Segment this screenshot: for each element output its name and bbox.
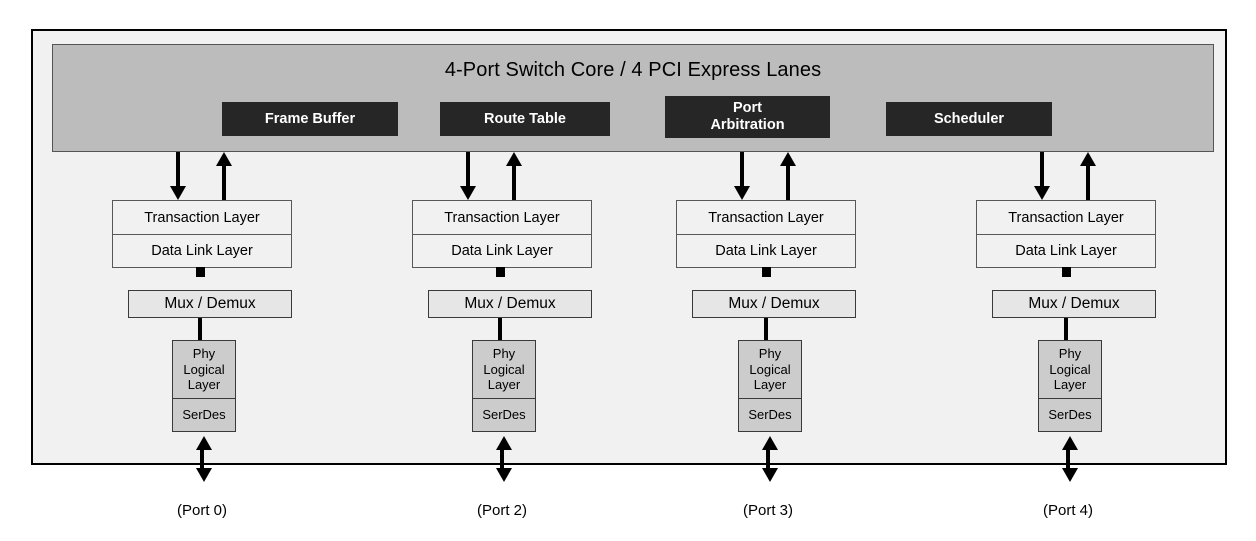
downlink-arrowhead-port-4: [1034, 186, 1050, 200]
mux-to-phy-connector-port-2: [498, 318, 502, 340]
external-link-arrowhead-down-port-4: [1062, 468, 1078, 482]
external-link-arrowhead-down-port-3: [762, 468, 778, 482]
external-link-arrowhead-up-port-0: [196, 436, 212, 450]
layer-group-port-2: Transaction Layer Data Link Layer: [412, 200, 592, 268]
downlink-line-port-2: [466, 152, 470, 188]
data-link-layer-port-4[interactable]: Data Link Layer: [977, 234, 1155, 267]
serdes-port-2[interactable]: SerDes: [473, 398, 535, 431]
external-link-arrowhead-up-port-4: [1062, 436, 1078, 450]
layer-to-mux-connector-port-4: [1062, 267, 1071, 277]
phy-line-2: Logical: [749, 361, 791, 377]
data-link-layer-port-3[interactable]: Data Link Layer: [677, 234, 855, 267]
external-link-line-port-0: [200, 448, 204, 470]
uplink-line-port-3: [786, 166, 790, 202]
external-link-line-port-2: [500, 448, 504, 470]
phy-line-3: Layer: [487, 377, 521, 393]
phy-line-3: Layer: [753, 377, 787, 393]
port-caption-4: (Port 4): [1042, 502, 1093, 519]
downlink-arrowhead-port-0: [170, 186, 186, 200]
phy-line-2: Logical: [483, 361, 525, 377]
phy-line-3: Layer: [1053, 377, 1087, 393]
frame-buffer-block[interactable]: Frame Buffer: [222, 102, 398, 136]
downlink-line-port-3: [740, 152, 744, 188]
phy-line-2: Logical: [183, 361, 225, 377]
phy-logical-layer-port-4[interactable]: Phy Logical Layer: [1039, 341, 1101, 398]
uplink-arrowhead-port-3: [780, 152, 796, 166]
page-title: 4-Port Switch Core / 4 PCI Express Lanes: [444, 59, 822, 81]
route-table-block[interactable]: Route Table: [440, 102, 610, 136]
port-caption-0: (Port 0): [176, 502, 227, 519]
uplink-arrowhead-port-4: [1080, 152, 1096, 166]
mux-demux-port-2[interactable]: Mux / Demux: [428, 290, 592, 318]
external-link-line-port-3: [766, 448, 770, 470]
transaction-layer-port-4[interactable]: Transaction Layer: [1008, 209, 1124, 226]
external-link-arrowhead-down-port-2: [496, 468, 512, 482]
downlink-line-port-0: [176, 152, 180, 188]
mux-demux-port-0[interactable]: Mux / Demux: [128, 290, 292, 318]
phy-group-port-4: Phy Logical Layer SerDes: [1038, 340, 1102, 432]
downlink-line-port-4: [1040, 152, 1044, 188]
scheduler-block[interactable]: Scheduler: [886, 102, 1052, 136]
mux-to-phy-connector-port-4: [1064, 318, 1068, 340]
uplink-arrowhead-port-0: [216, 152, 232, 166]
phy-logical-layer-port-2[interactable]: Phy Logical Layer: [473, 341, 535, 398]
layer-group-port-0: Transaction Layer Data Link Layer: [112, 200, 292, 268]
layer-group-port-3: Transaction Layer Data Link Layer: [676, 200, 856, 268]
phy-line-1: Phy: [1058, 345, 1082, 361]
mux-demux-port-4[interactable]: Mux / Demux: [992, 290, 1156, 318]
uplink-line-port-2: [512, 166, 516, 202]
mux-to-phy-connector-port-0: [198, 318, 202, 340]
serdes-port-3[interactable]: SerDes: [739, 398, 801, 431]
mux-to-phy-connector-port-3: [764, 318, 768, 340]
serdes-port-0[interactable]: SerDes: [173, 398, 235, 431]
external-link-arrowhead-up-port-3: [762, 436, 778, 450]
port-caption-2: (Port 2): [476, 502, 527, 519]
port-arbitration-block[interactable]: Port Arbitration: [665, 96, 830, 138]
port-arbitration-line-1: Port: [733, 100, 762, 117]
layer-to-mux-connector-port-2: [496, 267, 505, 277]
uplink-line-port-0: [222, 166, 226, 202]
external-link-line-port-4: [1066, 448, 1070, 470]
transaction-layer-port-0[interactable]: Transaction Layer: [144, 209, 260, 226]
phy-logical-layer-port-0[interactable]: Phy Logical Layer: [173, 341, 235, 398]
serdes-port-4[interactable]: SerDes: [1039, 398, 1101, 431]
uplink-line-port-4: [1086, 166, 1090, 202]
external-link-arrowhead-down-port-0: [196, 468, 212, 482]
phy-line-1: Phy: [492, 345, 516, 361]
phy-line-3: Layer: [187, 377, 221, 393]
phy-line-1: Phy: [192, 345, 216, 361]
phy-line-2: Logical: [1049, 361, 1091, 377]
uplink-arrowhead-port-2: [506, 152, 522, 166]
layer-to-mux-connector-port-0: [196, 267, 205, 277]
mux-demux-port-3[interactable]: Mux / Demux: [692, 290, 856, 318]
downlink-arrowhead-port-3: [734, 186, 750, 200]
data-link-layer-port-0[interactable]: Data Link Layer: [113, 234, 291, 267]
phy-group-port-0: Phy Logical Layer SerDes: [172, 340, 236, 432]
port-arbitration-line-2: Arbitration: [710, 117, 785, 133]
external-link-arrowhead-up-port-2: [496, 436, 512, 450]
port-caption-3: (Port 3): [742, 502, 793, 519]
transaction-layer-port-2[interactable]: Transaction Layer: [444, 209, 560, 226]
phy-logical-layer-port-3[interactable]: Phy Logical Layer: [739, 341, 801, 398]
layer-group-port-4: Transaction Layer Data Link Layer: [976, 200, 1156, 268]
downlink-arrowhead-port-2: [460, 186, 476, 200]
phy-group-port-2: Phy Logical Layer SerDes: [472, 340, 536, 432]
data-link-layer-port-2[interactable]: Data Link Layer: [413, 234, 591, 267]
phy-group-port-3: Phy Logical Layer SerDes: [738, 340, 802, 432]
phy-line-1: Phy: [758, 345, 782, 361]
layer-to-mux-connector-port-3: [762, 267, 771, 277]
transaction-layer-port-3[interactable]: Transaction Layer: [708, 209, 824, 226]
